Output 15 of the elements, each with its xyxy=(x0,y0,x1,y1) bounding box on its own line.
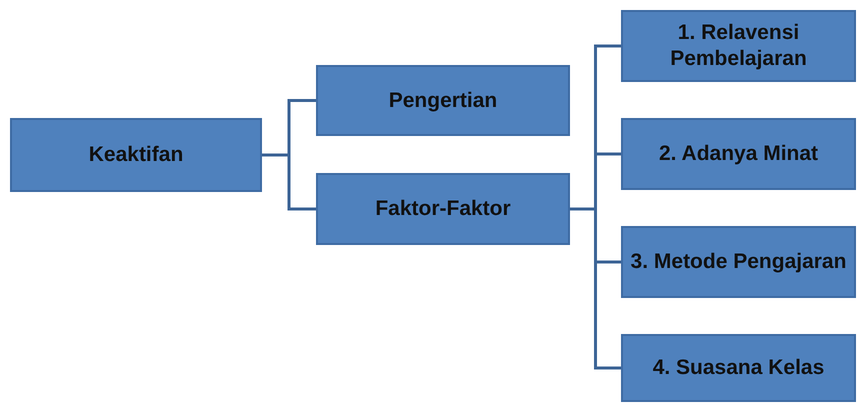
box-label: Keaktifan xyxy=(88,142,184,168)
topic-box xyxy=(621,118,856,190)
topic-box xyxy=(316,65,570,136)
box-label: 1. Relavensi Pembelajaran xyxy=(669,20,808,72)
topic-box xyxy=(10,118,262,192)
box-label: Faktor-Faktor xyxy=(375,196,511,222)
topic-box xyxy=(621,10,856,82)
box-label: 4. Suasana Kelas xyxy=(652,355,824,381)
topic-box xyxy=(621,226,856,298)
topic-box xyxy=(621,334,856,402)
box-label: 3. Metode Pengajaran xyxy=(630,249,846,275)
box-label: 2. Adanya Minat xyxy=(658,141,818,167)
topic-box xyxy=(316,173,570,245)
connector-line xyxy=(262,154,316,210)
box-label: Pengertian xyxy=(388,88,498,114)
